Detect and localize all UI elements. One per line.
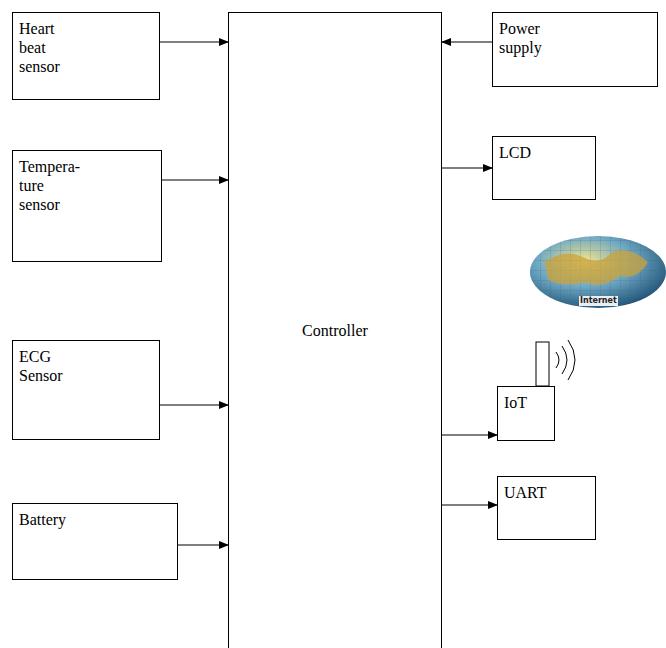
antenna-symbol: [536, 340, 575, 386]
box-label: Power supply: [493, 13, 575, 57]
arrow-connector: [442, 504, 497, 505]
block-box: Tempera- ture sensor: [12, 150, 162, 262]
globe-label: Internet: [579, 296, 618, 306]
block-box: LCD: [492, 136, 596, 200]
box-label: ECG Sensor: [13, 341, 87, 385]
block-box: Power supply: [492, 12, 658, 87]
block-box: IoT: [497, 386, 555, 441]
arrow-connector: [442, 167, 492, 168]
block-box: Battery: [12, 503, 178, 580]
arrow-connector: [162, 179, 228, 180]
arrow-connector: [442, 434, 497, 435]
arrow-connector: [442, 41, 492, 42]
controller-box: Controller: [228, 12, 442, 648]
arrow-connector: [160, 404, 228, 405]
box-label: Battery: [13, 504, 105, 529]
arrow-connector: [160, 41, 228, 42]
box-label: Controller: [229, 321, 441, 340]
arrow-connector: [178, 544, 228, 545]
globe-icon: [530, 236, 666, 308]
block-box: UART: [497, 476, 596, 540]
block-box: Heart beat sensor: [12, 12, 160, 100]
box-label: UART: [498, 477, 580, 502]
box-label: Heart beat sensor: [13, 13, 85, 76]
box-label: LCD: [493, 137, 565, 162]
block-box: ECG Sensor: [12, 340, 160, 440]
box-label: Tempera- ture sensor: [13, 151, 87, 214]
box-label: IoT: [498, 387, 550, 412]
